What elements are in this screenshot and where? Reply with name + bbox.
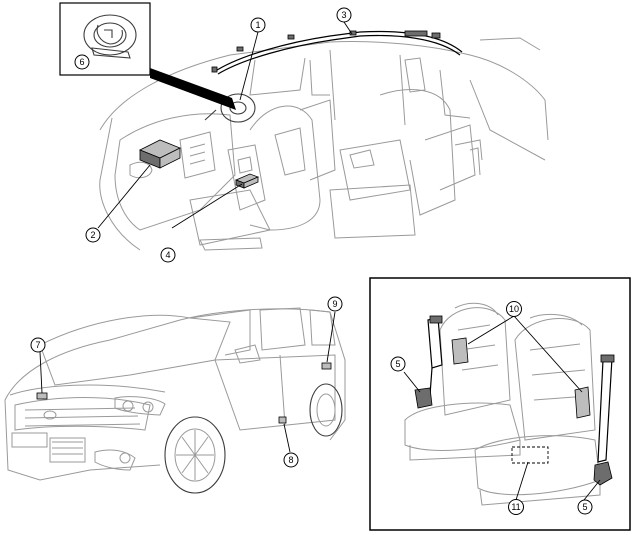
callout-6-label: 6 xyxy=(79,57,84,67)
callout-2-label: 2 xyxy=(90,230,95,240)
callout-8-label: 8 xyxy=(288,455,293,465)
callout-11-label: 11 xyxy=(511,502,520,512)
exterior-view xyxy=(4,307,346,494)
callout-3-label: 3 xyxy=(341,10,346,20)
callout-5-right: 5 xyxy=(577,499,593,515)
callout-9-label: 9 xyxy=(332,299,337,309)
callout-2: 2 xyxy=(85,227,101,243)
callout-3: 3 xyxy=(336,7,352,23)
interior-view xyxy=(99,30,549,251)
seat-detail-inset xyxy=(369,277,631,531)
callout-7-label: 7 xyxy=(35,340,40,350)
callout-1: 1 xyxy=(250,17,266,33)
callout-9: 9 xyxy=(327,296,343,312)
callout-5-right-label: 5 xyxy=(582,502,587,512)
callout-1-label: 1 xyxy=(255,20,260,30)
callout-4: 4 xyxy=(160,247,176,263)
callout-6: 6 xyxy=(74,54,90,70)
callout-7: 7 xyxy=(30,337,46,353)
callout-4-label: 4 xyxy=(165,250,170,260)
callout-5-left-label: 5 xyxy=(395,359,400,369)
callout-8: 8 xyxy=(283,452,299,468)
leader-lines xyxy=(39,21,601,501)
callout-10-label: 10 xyxy=(509,304,519,314)
clock-spring-inset xyxy=(59,2,236,110)
callout-5-left: 5 xyxy=(390,356,406,372)
callout-11: 11 xyxy=(508,499,524,515)
callout-10: 10 xyxy=(506,301,522,317)
